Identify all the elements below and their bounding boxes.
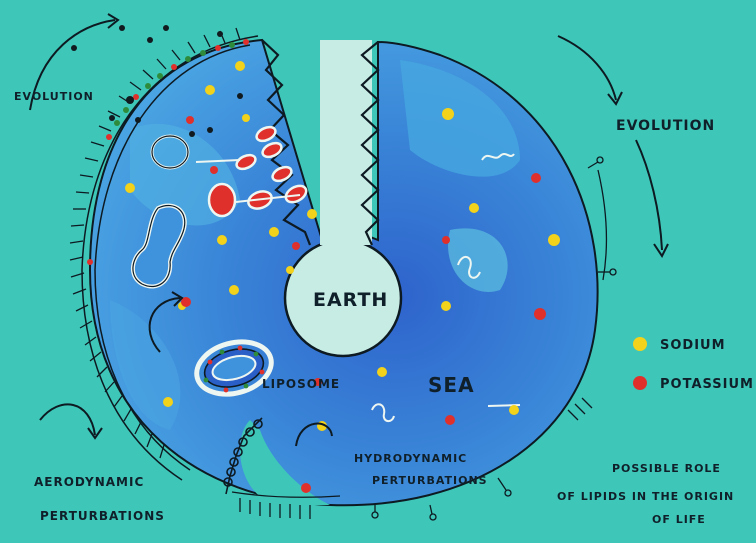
label-hydrodynamic-1: HYDRODYNAMIC [354, 452, 467, 465]
caption-line-3: OF LIFE [652, 513, 706, 526]
label-sea: SEA [428, 373, 475, 397]
label-hydrodynamic-2: PERTURBATIONS [372, 474, 488, 487]
caption-line-1: POSSIBLE ROLE [612, 462, 721, 475]
label-evolution-right: EVOLUTION [616, 118, 715, 134]
legend-sodium-swatch [633, 337, 647, 351]
label-aerodynamic-1: AERODYNAMIC [34, 475, 144, 489]
label-earth: EARTH [313, 289, 388, 311]
label-liposome: LIPOSOME [262, 377, 340, 391]
label-evolution-left: EVOLUTION [14, 90, 94, 103]
legend-potassium-swatch [633, 376, 647, 390]
label-aerodynamic-2: PERTURBATIONS [40, 509, 165, 523]
legend-potassium-label: POTASSIUM [660, 377, 754, 392]
legend-sodium-label: SODIUM [660, 338, 726, 353]
caption-line-2: OF LIPIDS IN THE ORIGIN [557, 490, 734, 503]
